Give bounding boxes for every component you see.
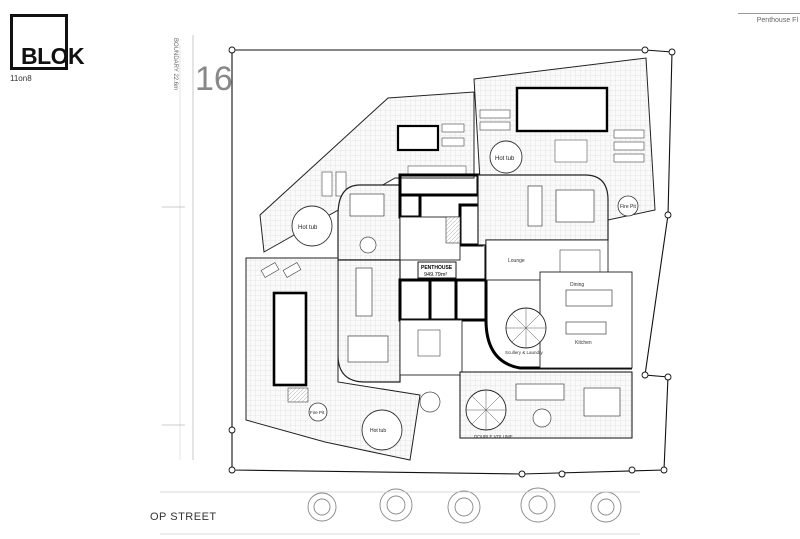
outdoor-lounge-northeast [554,139,588,163]
pool-northwest [396,124,440,152]
street-trees [307,487,622,524]
sheet-title: Penthouse Fl [756,17,798,24]
dining-label: Dining [570,282,584,288]
round-table-south [532,408,552,428]
dining-table-east [527,185,543,227]
pool-northeast [515,86,609,133]
fire-pit-west [308,402,328,422]
lounge-north-west [349,193,385,217]
sun-loungers-northwest [321,123,465,197]
boundary-survey-pegs [228,46,676,478]
round-table-terrace [419,391,441,413]
area-tag-line1: PENTHOUSE [421,265,453,271]
sun-loungers-northeast [479,109,645,163]
fire-pit-northeast-label: Fire Pit [620,204,636,210]
area-tag-line2: 949.79m² [424,272,447,278]
hot-tub-west-label: Hot tub [370,428,386,434]
kitchen-island [565,321,607,335]
brand-logo: BLOK [10,14,85,70]
brand-subtitle: 11on8 [10,74,32,83]
dining-table-kitchen [565,289,613,307]
kitchen-label: Kitchen [575,340,592,346]
spiral-stair-treads [506,308,546,348]
hot-tub-northwest-label: Hot tub [298,225,318,231]
hot-tub-northeast-label: Hot tub [495,156,515,162]
lot-number: 16 [195,60,233,98]
scullery-label: Scullery & Laundry [505,350,544,355]
sun-loungers-west [260,262,302,278]
sofa-west [347,335,389,363]
dining-table-west [355,267,373,317]
lounge-east [555,189,595,223]
stairs-west [287,387,309,403]
sofa-lounge-east [559,249,601,275]
fire-pit-west-label: Fire Pit [310,410,325,415]
lounge-label: Lounge [508,258,525,264]
stair-core [445,216,461,244]
fire-pit-northeast [617,195,639,217]
bed-central-bottom [417,329,441,357]
bath-south-east [583,387,621,417]
hot-tub-northwest [291,205,333,247]
double-volume-label: DOUBLE VOLUME [474,434,513,439]
area-tag [417,261,457,279]
round-table-west [359,236,377,254]
spiral-stair-lower-treads [466,390,506,430]
property-boundary [231,49,673,475]
dining-table-south [515,383,565,401]
sheet-title-rule [738,13,800,14]
brand-logo-text: BLOK [21,43,85,69]
street-name: OP STREET [150,511,217,523]
kitchen-dining-east [539,271,633,369]
hot-tub-northeast [489,140,523,174]
hot-tub-west [361,409,403,451]
pool-west [272,291,308,387]
